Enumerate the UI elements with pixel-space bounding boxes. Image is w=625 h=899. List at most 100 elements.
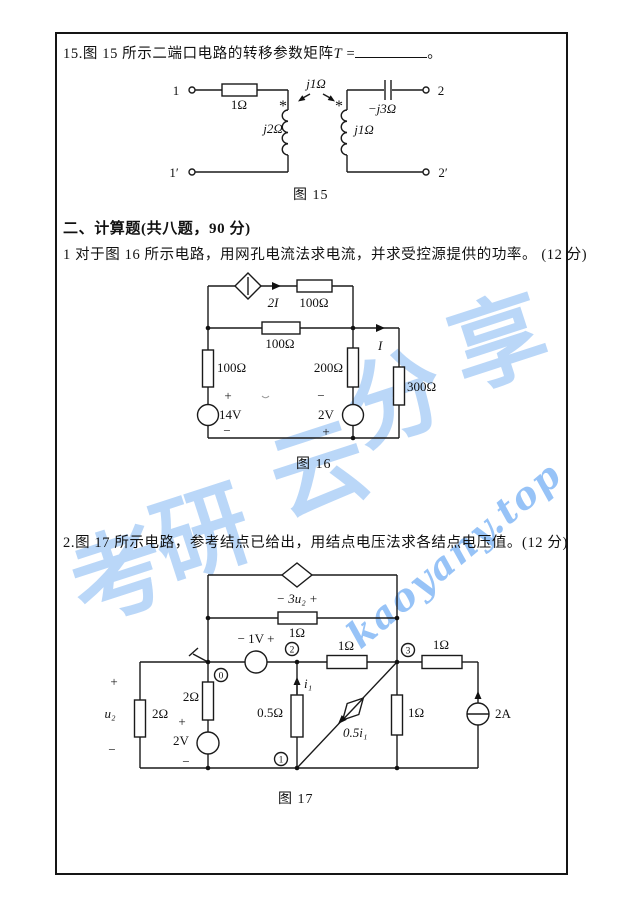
- left-resistor-label: 100Ω: [217, 360, 246, 375]
- top-resistor-label: 100Ω: [299, 295, 328, 310]
- voltage-source-1v-icon: [244, 650, 268, 674]
- center-minus: −: [317, 388, 324, 403]
- r05-icon: [290, 694, 304, 738]
- v2-label: 2V: [173, 733, 190, 748]
- node1-circle: [273, 751, 289, 767]
- mid-resistor-label: 100Ω: [265, 336, 294, 351]
- dep-source-label: 2I: [268, 295, 280, 310]
- i1-label: i₁: [304, 676, 312, 691]
- node3-digit: 3: [406, 647, 411, 657]
- left-resistor-icon: [201, 349, 215, 388]
- fig15-arrowheads: [298, 95, 335, 102]
- node2-circle: [284, 641, 300, 657]
- center-plus: +: [322, 424, 329, 439]
- reference-node-marker: [192, 653, 209, 663]
- v2-plus: +: [178, 714, 185, 729]
- node2-digit: 2: [290, 646, 295, 656]
- current-I-arrow: [376, 324, 385, 332]
- node3-circle: [400, 642, 416, 658]
- r05-label: 0.5Ω: [257, 705, 283, 720]
- dep-current-label: 0.5i₁: [343, 725, 367, 740]
- branch0-2ohm-icon: [201, 681, 215, 721]
- left-coil-label: j2Ω: [261, 121, 283, 136]
- question-1-text: 1 对于图 16 所示电路，用网孔电流法求电流，并求受控源提供的功率。 (12 …: [63, 247, 588, 263]
- center-source-label: 2V: [318, 407, 335, 422]
- voltage-source-14v-icon: [196, 403, 220, 427]
- capacitor-label: −j3Ω: [368, 101, 396, 116]
- top-1ohm-icon: [277, 611, 318, 625]
- terminal-1p-label: 1′: [169, 165, 179, 180]
- terminal-2-node: [422, 86, 430, 94]
- node1-digit: 1: [279, 756, 284, 766]
- u2-plus: +: [110, 674, 117, 689]
- u2-minus: −: [108, 742, 115, 757]
- fig17-labels: − 3u₂ + 1Ω − 1V + 1Ω 1Ω 2Ω + u₂ − 2Ω + 2…: [104, 591, 511, 769]
- reference-node-marker: [188, 647, 199, 657]
- right-resistor-label: 300Ω: [407, 379, 436, 394]
- fig15-labels: 1 1′ 2 2′ 1Ω j1Ω j2Ω j1Ω −j3Ω * *: [169, 76, 448, 180]
- center-resistor-label: 200Ω: [314, 360, 343, 375]
- branch0-2ohm-label: 2Ω: [183, 689, 199, 704]
- voltage-source-2v-icon: [341, 403, 365, 427]
- terminal-2p-label: 2′: [438, 165, 448, 180]
- q15-period: 。: [427, 46, 443, 62]
- mid-resistor-icon: [261, 321, 301, 335]
- page-border-frame: [55, 32, 568, 875]
- r3down-icon: [390, 694, 404, 736]
- section-header: 二、计算题(共八题，90 分): [63, 221, 251, 237]
- node0-digit: 0: [219, 672, 224, 682]
- r3right-label: 1Ω: [433, 637, 449, 652]
- fig17-circuit: − 3u₂ + 1Ω − 1V + 1Ω 1Ω 2Ω + u₂ − 2Ω + 2…: [104, 562, 512, 771]
- polarity-dot-left: *: [279, 98, 287, 115]
- source-2a-arrow: [474, 691, 482, 699]
- right-coil-icon: [340, 109, 348, 156]
- left-minus: −: [223, 423, 230, 438]
- terminal-1-node: [188, 86, 196, 94]
- mutual-inductance-label: j1Ω: [304, 76, 326, 91]
- fig17-wires: [133, 562, 490, 769]
- right-coil-label: j1Ω: [352, 122, 374, 137]
- q15-prefix: 15.图 15 所示二端口电路的转移参数矩阵: [63, 46, 334, 62]
- fig16-arrowheads: [205, 282, 385, 441]
- node0-circle: [213, 667, 229, 683]
- terminal-2-label: 2: [438, 83, 445, 98]
- fig16-labels: 2I 100Ω 100Ω 100Ω 200Ω 300Ω + 14V − − 2V…: [217, 295, 436, 439]
- dep-voltage-label: − 3u₂ +: [276, 591, 318, 606]
- question-15-text: 15.图 15 所示二端口电路的转移参数矩阵T =。: [63, 42, 442, 63]
- left-plus: +: [224, 388, 231, 403]
- top-1ohm-label: 1Ω: [289, 625, 305, 640]
- stray-mark: [261, 395, 270, 399]
- source-2a-label: 2A: [495, 706, 512, 721]
- left-2ohm-icon: [133, 699, 147, 738]
- terminal-1p-node: [188, 168, 196, 176]
- center-resistor-icon: [346, 347, 360, 388]
- left-coil-icon: [281, 109, 289, 156]
- terminal-1-label: 1: [173, 83, 180, 98]
- fig15-circuit: 1 1′ 2 2′ 1Ω j1Ω j2Ω j1Ω −j3Ω * *: [169, 76, 448, 180]
- polarity-dot-right: *: [335, 98, 343, 115]
- series-resistor-label: 1Ω: [231, 97, 247, 112]
- fig15-caption: 图 15: [293, 188, 329, 203]
- terminal-2p-node: [422, 168, 430, 176]
- fig16-circuit: 2I 100Ω 100Ω 100Ω 200Ω 300Ω + 14V − − 2V…: [196, 272, 436, 441]
- q15-answer-blank: [355, 43, 428, 58]
- question-2-text: 2.图 17 所示电路，参考结点已给出，用结点电压法求各结点电压值。(12 分): [63, 535, 568, 551]
- r23-label: 1Ω: [338, 638, 354, 653]
- dep-voltage-source-icon: [280, 562, 314, 588]
- current-I-label: I: [377, 338, 383, 353]
- source-1v-label: − 1V +: [238, 631, 275, 646]
- fig16-caption: 图 16: [296, 457, 332, 472]
- series-resistor-icon: [221, 83, 258, 97]
- q15-variable: T: [333, 46, 343, 62]
- left-source-label: 14V: [219, 407, 242, 422]
- voltage-source-2v-icon: [196, 731, 220, 755]
- v2-minus: −: [182, 754, 189, 769]
- r23-icon: [326, 654, 368, 670]
- dep-source-arrow: [272, 282, 281, 290]
- fig16-wires: [196, 272, 406, 439]
- fig15-wires: [188, 80, 430, 176]
- left-2ohm-label: 2Ω: [152, 706, 168, 721]
- r3right-icon: [421, 654, 463, 670]
- fig17-caption: 图 17: [278, 792, 314, 807]
